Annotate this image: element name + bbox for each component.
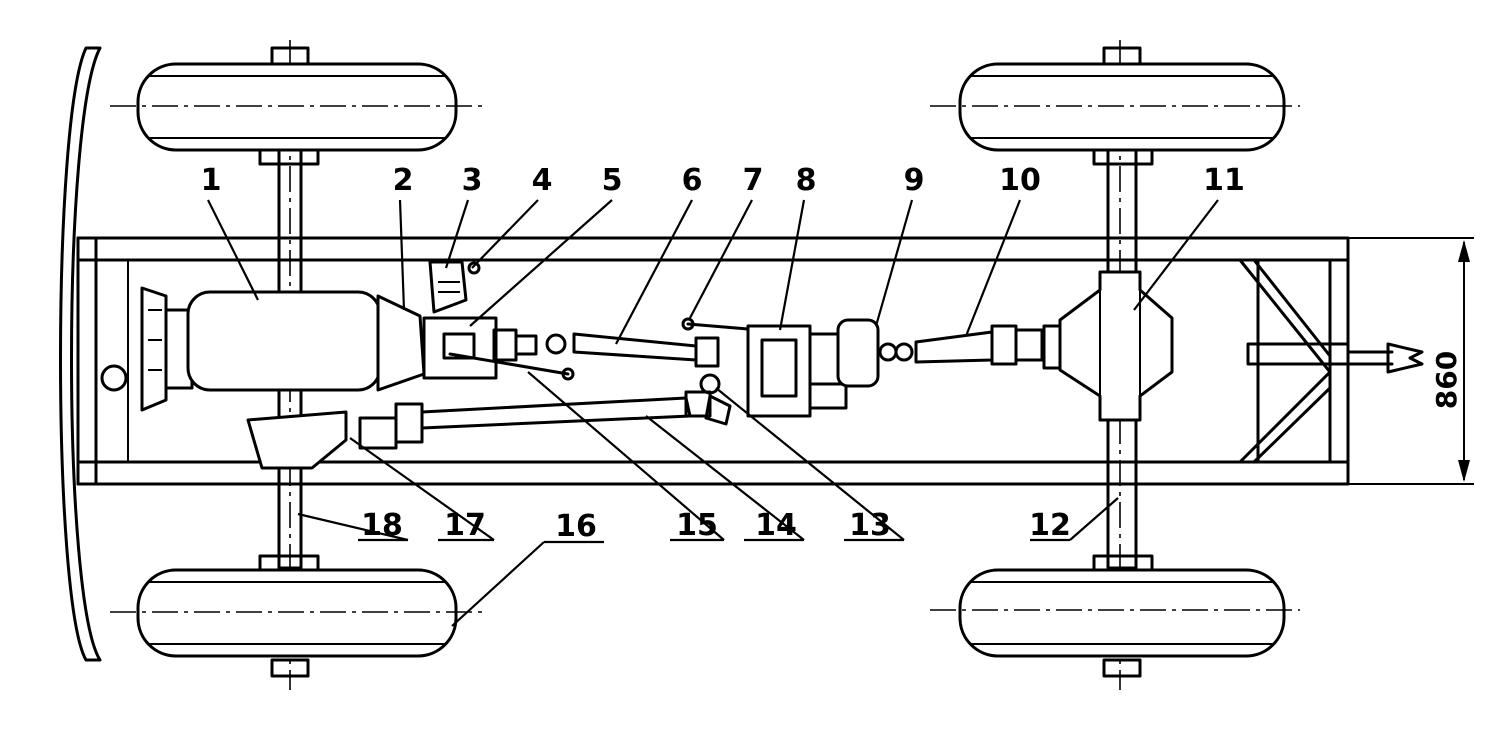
callout-5: 5 bbox=[602, 163, 623, 198]
wheels bbox=[110, 62, 1300, 658]
callout-13: 13 bbox=[849, 508, 891, 543]
rear-differential bbox=[1042, 270, 1174, 422]
tow-hitch bbox=[1346, 342, 1424, 374]
callout-12: 12 bbox=[1029, 508, 1071, 543]
engine-assembly bbox=[140, 260, 575, 412]
callout-15: 15 bbox=[676, 508, 718, 543]
callout-2: 2 bbox=[393, 163, 414, 198]
callout-7: 7 bbox=[743, 163, 764, 198]
dimension-label: 860 bbox=[1430, 351, 1463, 409]
front-drive bbox=[246, 373, 732, 470]
callout-4: 4 bbox=[532, 163, 553, 198]
frame bbox=[76, 236, 1350, 486]
callout-18: 18 bbox=[361, 508, 403, 543]
callout-labels: 1 2 3 4 5 6 7 8 9 10 11 12 13 14 15 16 1… bbox=[201, 163, 1245, 544]
callout-17: 17 bbox=[444, 508, 486, 543]
drive-shaft-front bbox=[492, 317, 762, 368]
callout-11: 11 bbox=[1203, 163, 1245, 198]
callout-6: 6 bbox=[682, 163, 703, 198]
leader-lines bbox=[207, 199, 1219, 627]
callout-14: 14 bbox=[755, 508, 797, 543]
transfer-case bbox=[746, 318, 1044, 418]
callout-1: 1 bbox=[201, 163, 222, 198]
dimension: 860 bbox=[1348, 237, 1474, 485]
front-bumper bbox=[59, 46, 102, 662]
callout-16: 16 bbox=[555, 509, 597, 544]
callout-10: 10 bbox=[999, 163, 1041, 198]
callout-3: 3 bbox=[462, 163, 483, 198]
callout-8: 8 bbox=[796, 163, 817, 198]
callout-9: 9 bbox=[904, 163, 925, 198]
